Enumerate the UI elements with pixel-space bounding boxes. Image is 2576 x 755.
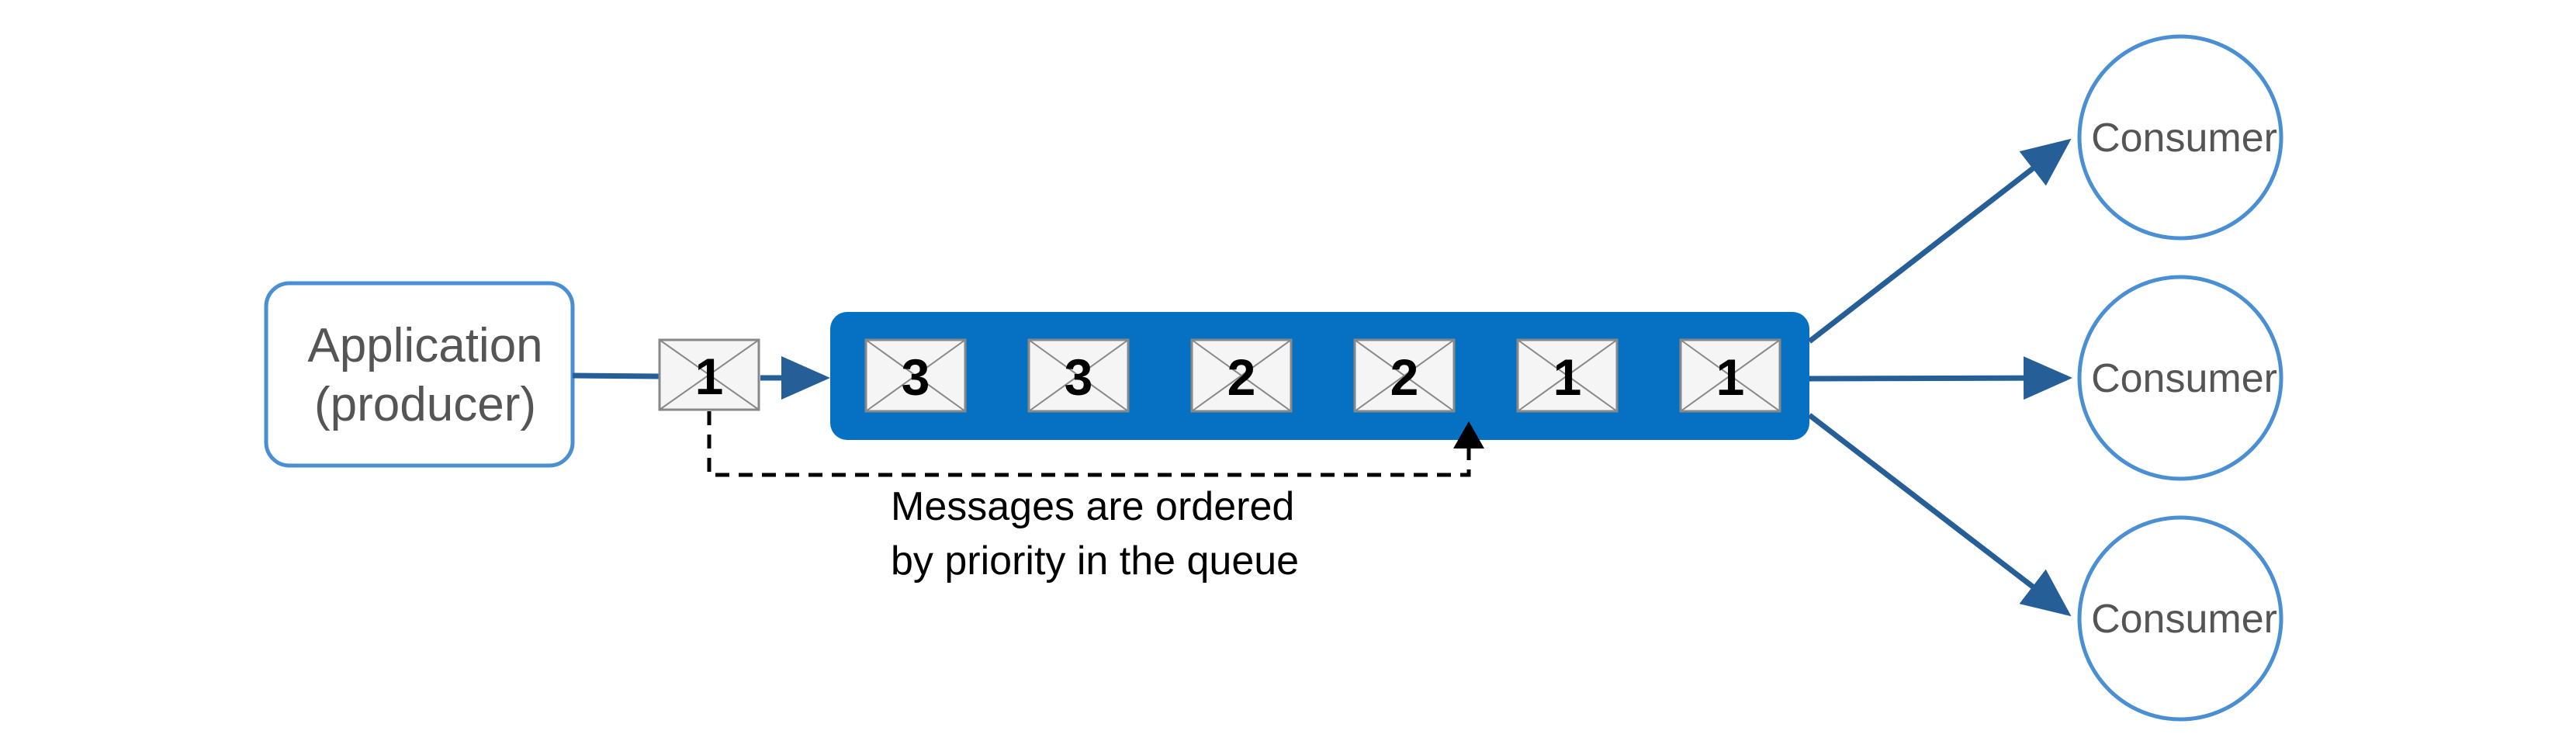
queue-message: 1 (1516, 338, 1619, 413)
consumer-label: Consumer (2091, 356, 2277, 401)
consumer-node-middle: Consumer (2077, 275, 2283, 481)
consumer-label: Consumer (2091, 116, 2277, 161)
queue-message-label: 3 (902, 348, 930, 406)
annotation-line2: by priority in the queue (891, 539, 1299, 584)
queue-message-label: 3 (1065, 348, 1093, 406)
annotation-line1: Messages are ordered (891, 484, 1294, 529)
queue-message: 3 (1027, 338, 1130, 413)
dashed-priority-connector (707, 411, 1484, 477)
queue-message: 3 (864, 338, 967, 413)
queue-message: 2 (1190, 338, 1293, 413)
incoming-envelope-label: 1 (695, 348, 724, 405)
consumer-node-bottom: Consumer (2077, 515, 2283, 722)
producer-label-line2: (producer) (314, 378, 536, 431)
producer-box: Application (producer) (264, 281, 575, 468)
producer-label-line1: Application (307, 319, 542, 372)
queue-message: 2 (1353, 338, 1456, 413)
arrow-to-consumer-bottom (1807, 413, 2072, 617)
queue-message: 1 (1679, 338, 1781, 413)
incoming-envelope: 1 (658, 338, 760, 411)
consumer-node-top: Consumer (2077, 34, 2283, 241)
arrow-to-consumer-middle (1809, 356, 2072, 400)
queue-message-label: 2 (1390, 348, 1419, 406)
consumer-label: Consumer (2091, 597, 2277, 642)
arrow-to-consumer-top (1807, 138, 2072, 344)
queue: 3 3 2 2 1 1 (830, 312, 1809, 440)
queue-message-label: 1 (1553, 348, 1582, 406)
queue-message-label: 2 (1227, 348, 1256, 406)
queue-message-label: 1 (1716, 348, 1745, 406)
